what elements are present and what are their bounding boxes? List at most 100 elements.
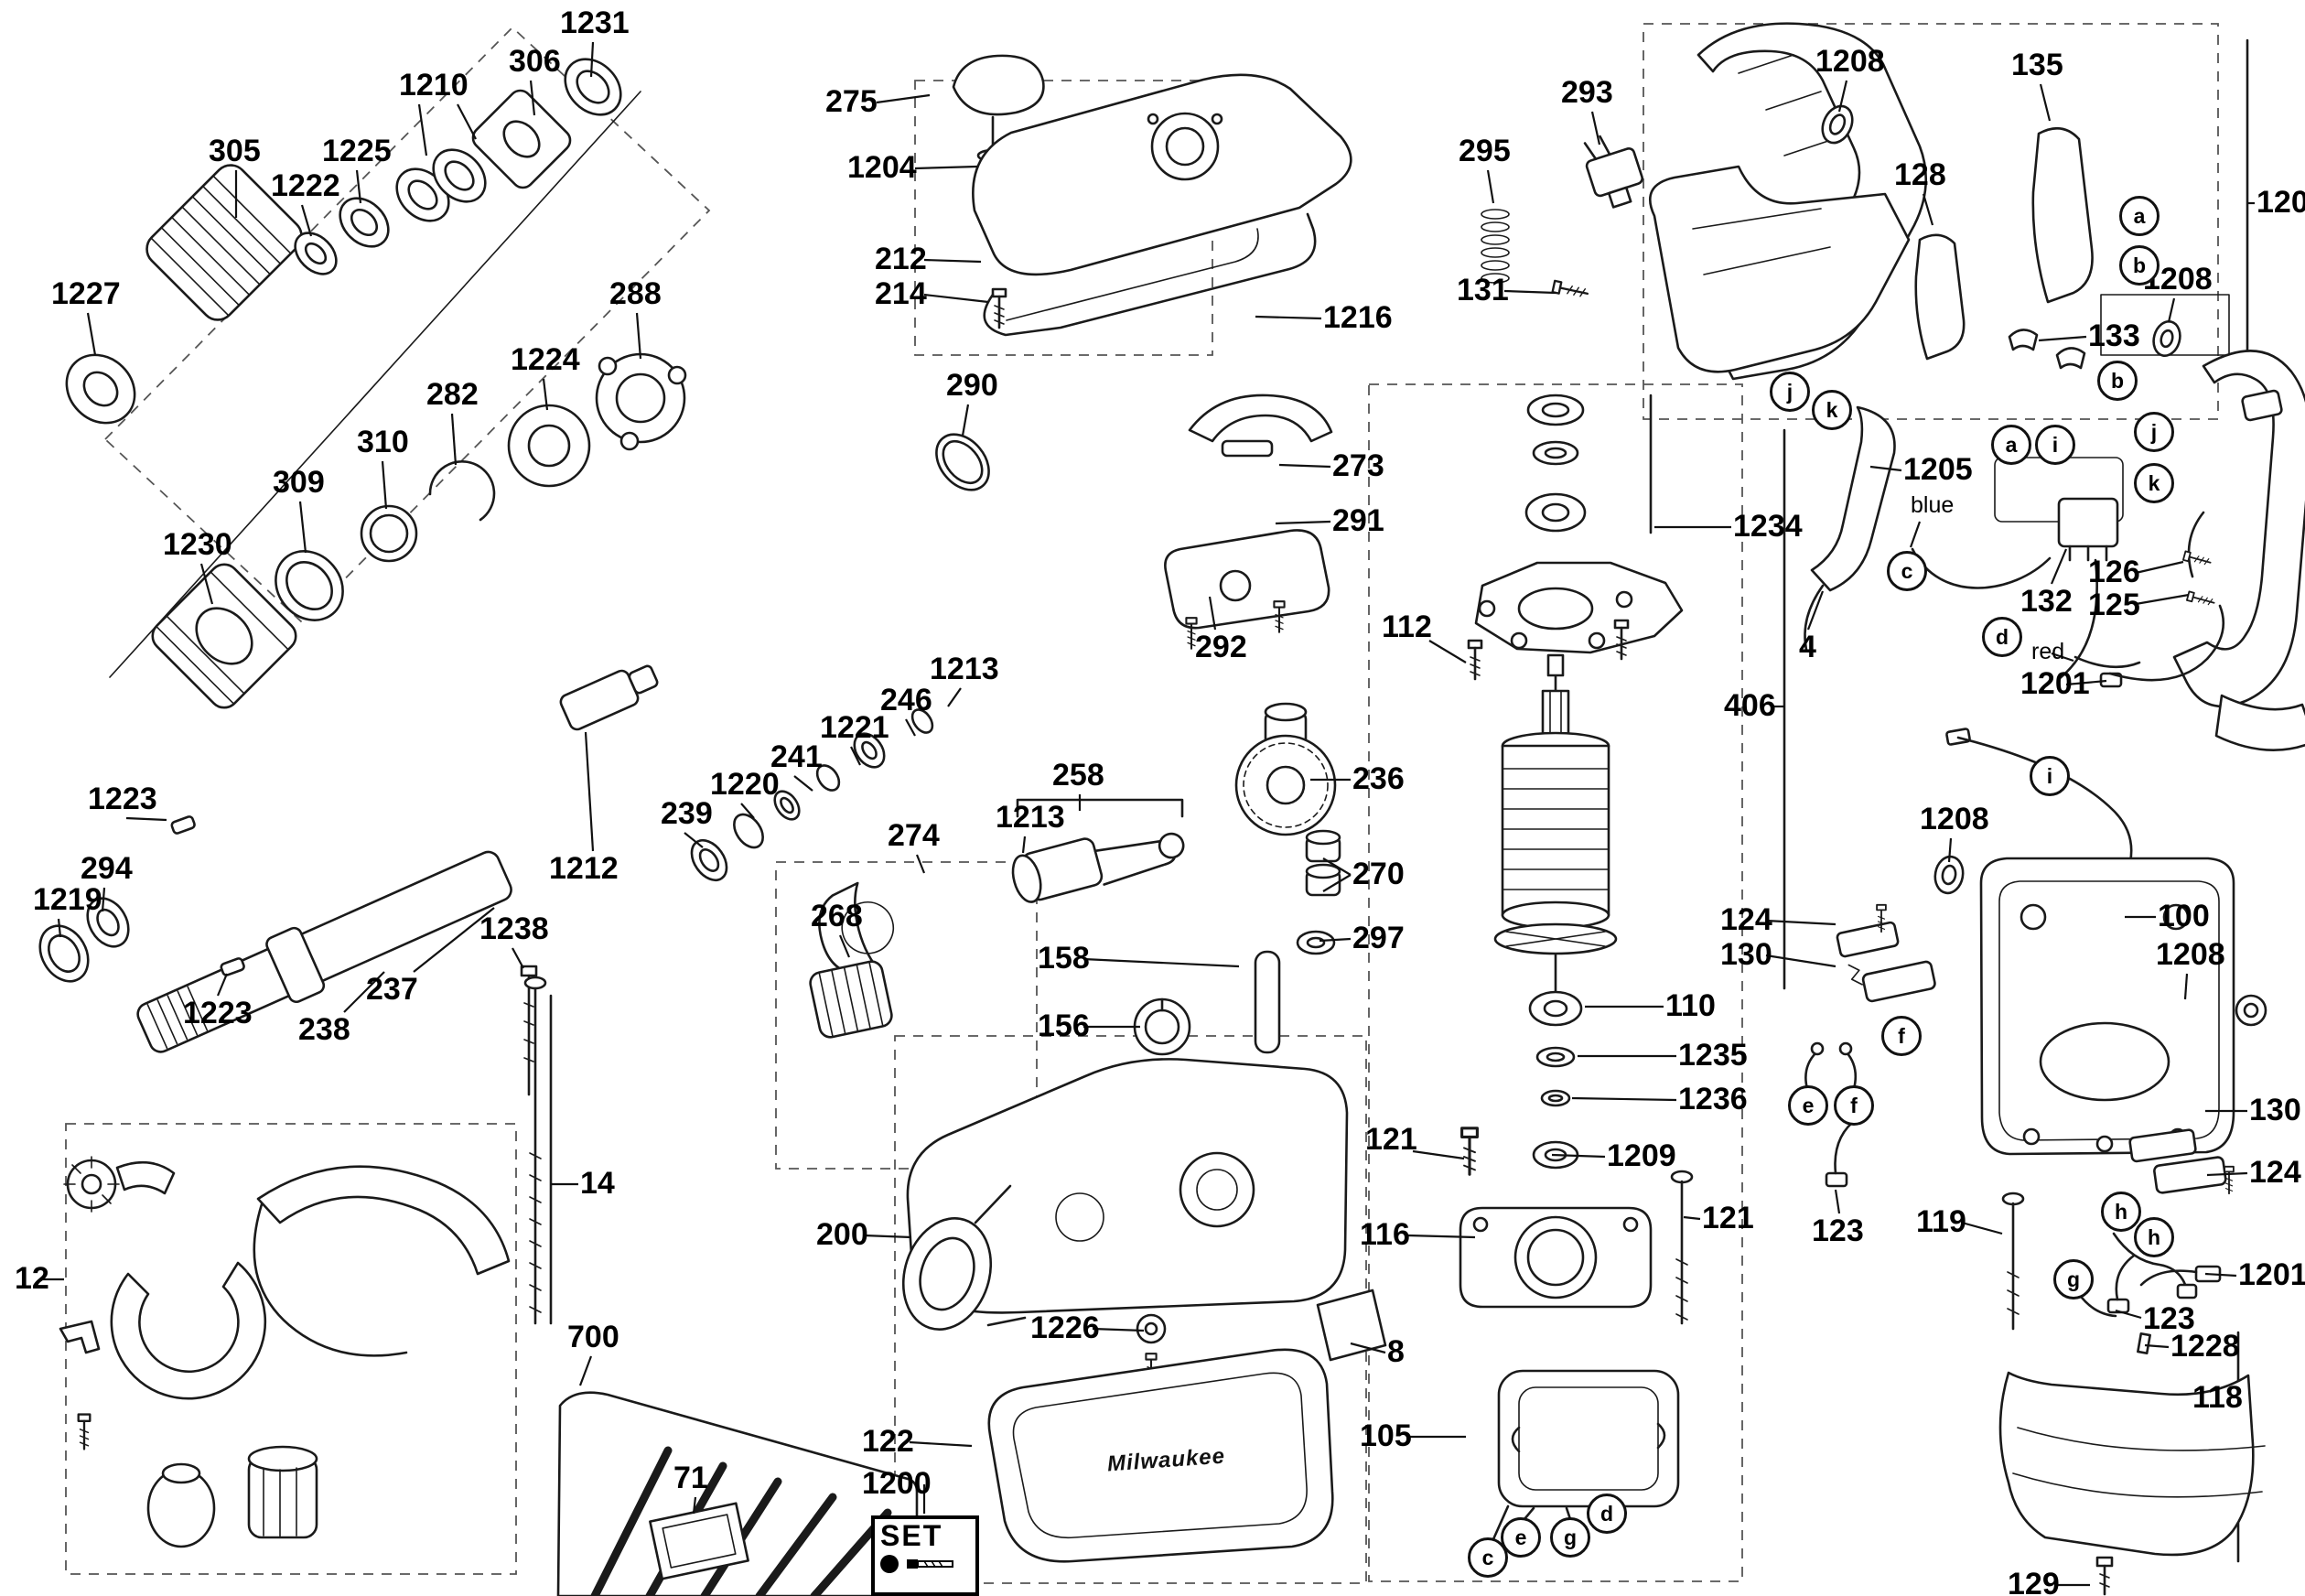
part-label-120-25: 120 [2257, 185, 2305, 220]
letter-badge-d-21: d [1587, 1494, 1627, 1534]
part-label-105-86: 105 [1360, 1418, 1412, 1453]
leader-line [947, 687, 962, 707]
part-label-1200-89: 1200 [862, 1466, 932, 1501]
leader-line [542, 378, 549, 411]
leader-line [909, 1440, 973, 1448]
leader-line [1834, 1189, 1841, 1214]
leader-line [915, 854, 926, 874]
spindle-shaft-drawing [38, 664, 934, 1096]
leader-line [876, 93, 931, 104]
leader-line [381, 460, 388, 510]
leader-line [863, 1234, 912, 1239]
part-label-274-61: 274 [888, 818, 940, 853]
set-kit-box: SET [871, 1515, 979, 1596]
part-label-270-43: 270 [1352, 857, 1405, 891]
leader-line [1961, 1221, 2003, 1235]
leader-line [2050, 548, 2068, 585]
letter-badge-h-15: h [2101, 1192, 2141, 1232]
leader-line [1278, 463, 1331, 469]
leader-line [1322, 857, 1352, 876]
leader-line [740, 803, 755, 819]
part-label-1213-60: 1213 [996, 800, 1065, 835]
part-label-1201-81: 1201 [2238, 1257, 2305, 1292]
part-label-red-37: red [2031, 639, 2065, 664]
part-label-1220-49: 1220 [710, 767, 780, 802]
leader-line [529, 80, 536, 116]
part-label-309-11: 309 [273, 465, 325, 500]
letter-badge-j-7: j [2134, 412, 2174, 452]
leader-line [1486, 169, 1495, 204]
part-label-121-71: 121 [1702, 1201, 1754, 1235]
piston-crank-drawing [809, 832, 1281, 1056]
part-label-1210-2: 1210 [399, 68, 469, 102]
part-label-110-65: 110 [1665, 988, 1716, 1023]
depth-rod-drawing [523, 976, 547, 1325]
leader-line [199, 563, 214, 605]
leader-line [125, 816, 167, 822]
leader-line [1350, 1342, 1386, 1354]
part-label-1226-90: 1226 [1030, 1310, 1100, 1345]
part-label-71-95: 71 [673, 1461, 708, 1495]
leader-line [923, 258, 982, 264]
letter-badge-e-19: e [1501, 1517, 1541, 1558]
part-label-1212-51: 1212 [549, 851, 619, 886]
part-label-131-21: 131 [1457, 273, 1509, 307]
part-label-122-88: 122 [862, 1424, 914, 1459]
letter-badge-i-6: i [2035, 425, 2075, 465]
leader-line [1947, 837, 1953, 863]
leader-line [413, 907, 495, 973]
part-label-132-34: 132 [2020, 584, 2073, 619]
part-label-268-62: 268 [811, 899, 863, 933]
part-label-124-72: 124 [1720, 902, 1772, 937]
leader-line [1319, 937, 1352, 943]
part-label-8-87: 8 [1387, 1334, 1405, 1369]
leader-line [2051, 652, 2074, 663]
part-label-246-46: 246 [880, 683, 932, 717]
dot-icon [880, 1554, 899, 1573]
part-label-1208-76: 1208 [2156, 937, 2225, 972]
top-cover-drawing [952, 54, 1352, 650]
leader-line [2144, 1343, 2170, 1349]
part-label-1209-68: 1209 [1607, 1138, 1676, 1173]
part-label-238-57: 238 [298, 1012, 350, 1047]
part-label-4-33: 4 [1799, 630, 1816, 664]
leader-line [300, 204, 313, 237]
letter-badge-k-3: k [1812, 390, 1852, 430]
leader-line [1683, 1215, 1701, 1221]
part-label-118-84: 118 [2192, 1380, 2243, 1415]
leader-line [1806, 590, 1825, 631]
leader-line [216, 973, 229, 997]
part-label-241-48: 241 [770, 739, 823, 774]
leader-line [1208, 596, 1217, 631]
part-label-1227-6: 1227 [51, 276, 121, 311]
part-label-121-69: 121 [1365, 1122, 1417, 1157]
letter-badge-d-10: d [1982, 617, 2022, 657]
leader-line [1275, 520, 1331, 525]
screw-icon [907, 1558, 953, 1569]
part-label-291-40: 291 [1332, 503, 1384, 538]
part-label-128-24: 128 [1894, 157, 1946, 192]
part-label-1238-58: 1238 [479, 911, 549, 946]
part-label-1201-38: 1201 [2020, 666, 2090, 701]
part-label-156-64: 156 [1038, 1008, 1090, 1043]
letter-badge-k-8: k [2134, 463, 2174, 503]
part-label-1223-55: 1223 [183, 996, 253, 1030]
letter-badge-g-20: g [1550, 1517, 1590, 1558]
part-label-288-7: 288 [609, 276, 662, 311]
part-label-290-13: 290 [946, 368, 998, 403]
leader-line [1571, 1096, 1677, 1102]
leader-line [298, 501, 307, 554]
leader-line [1428, 640, 1467, 663]
part-label-158-63: 158 [1038, 941, 1090, 976]
leader-line [1590, 111, 1601, 146]
leader-line [635, 312, 642, 360]
leader-line [101, 887, 106, 912]
part-label-1231-0: 1231 [560, 5, 630, 40]
part-label-133-27: 133 [2088, 318, 2140, 353]
leader-line [1322, 874, 1352, 892]
part-label-237-56: 237 [366, 972, 418, 1007]
part-label-236-42: 236 [1352, 761, 1405, 796]
